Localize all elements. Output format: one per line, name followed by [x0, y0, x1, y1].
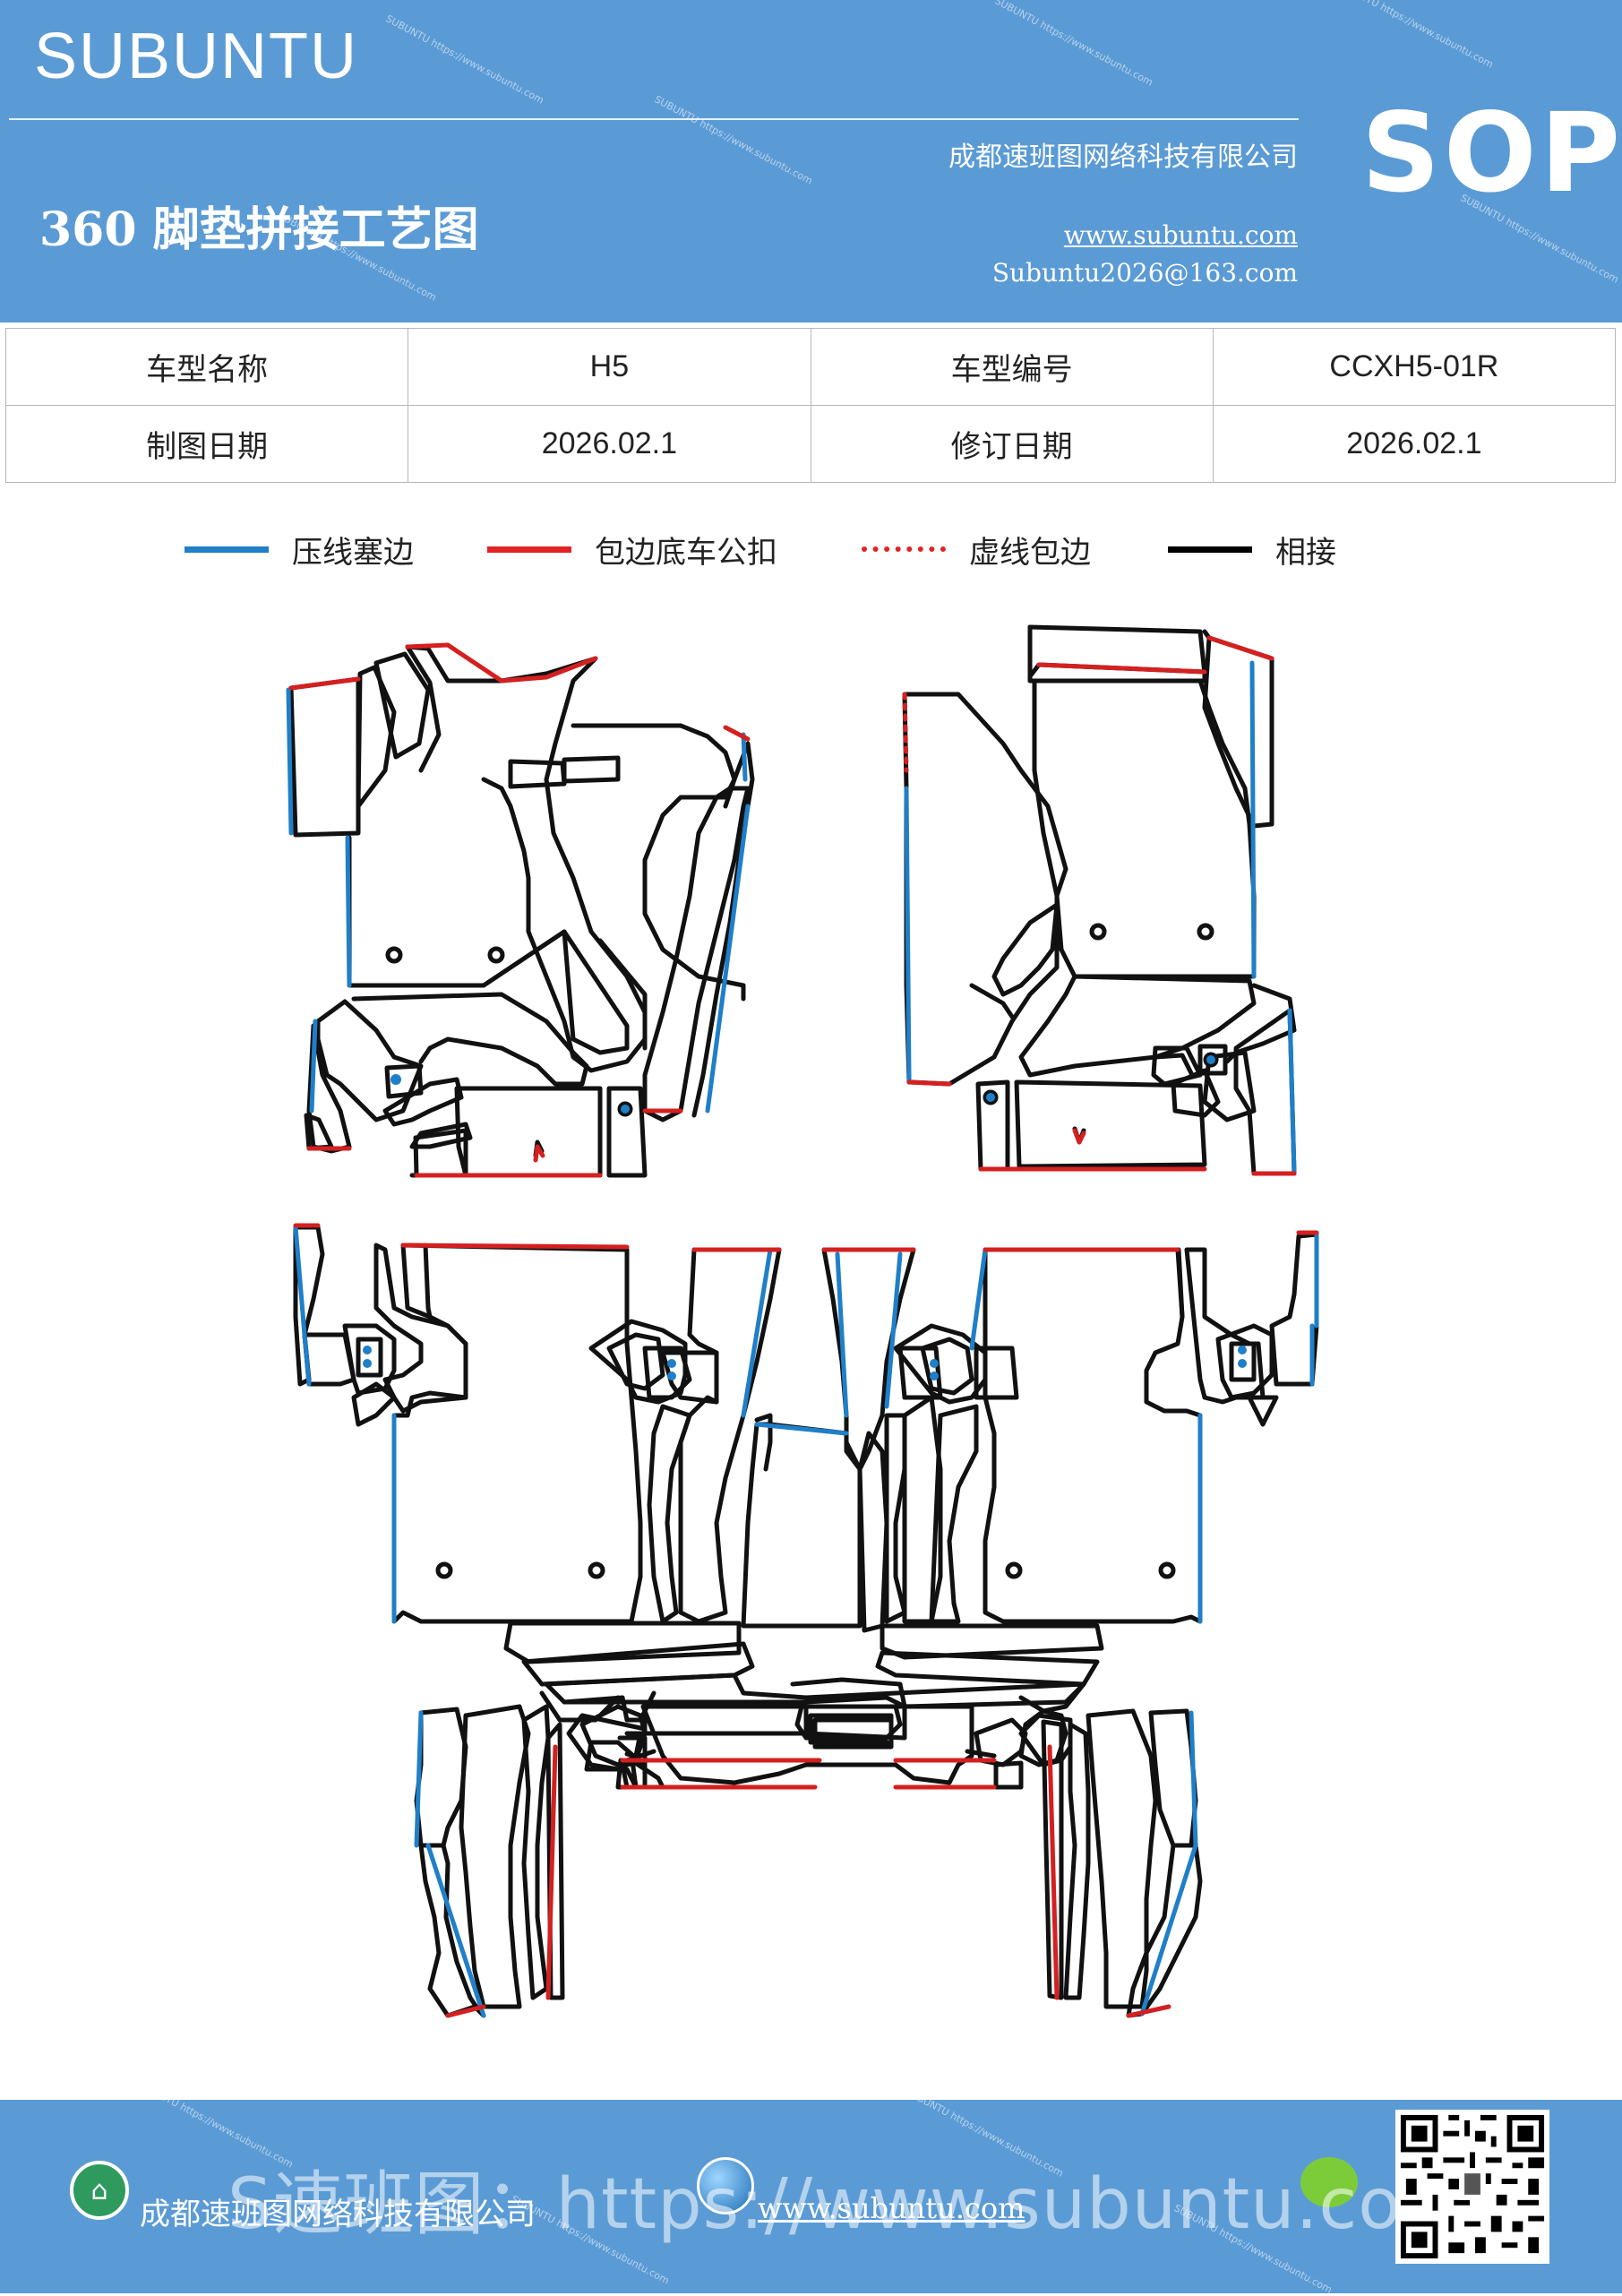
third-row-mats	[414, 1621, 1203, 2018]
website-link[interactable]: www.subuntu.com	[1063, 220, 1298, 250]
revision-date-value: 2026.02.1	[1212, 405, 1617, 483]
globe-icon	[697, 2157, 754, 2214]
model-name-value: H5	[408, 328, 811, 406]
footer-watermark-overlay: S速班图：https://www.subuntu.com	[227, 2164, 1471, 2245]
revision-date-label: 修订日期	[810, 405, 1214, 483]
email-address: Subuntu2026@163.com	[991, 258, 1298, 288]
footer-company-name: 成都速班图网络科技有限公司	[140, 2197, 536, 2232]
model-name-label: 车型名称	[4, 328, 409, 406]
footer-website-link[interactable]: www.subuntu.com	[758, 2191, 1026, 2225]
red-dotted-edge	[902, 692, 909, 773]
legend-swatch	[487, 546, 571, 553]
draw-date-value: 2026.02.1	[408, 405, 811, 483]
building-icon: ⌂	[70, 2161, 129, 2220]
legend-item-black: 相接	[1168, 518, 1336, 580]
legend-label: 包边底车公扣	[595, 534, 777, 571]
model-code-value: CCXH5-01R	[1212, 328, 1617, 406]
line-legend: 压线塞边 包边底车公扣 虚线包边 相接	[0, 518, 1622, 580]
legend-label: 相接	[1275, 534, 1336, 571]
vehicle-info-table: 车型名称 H5 车型编号 CCXH5-01R 制图日期 2026.02.1 修订…	[4, 328, 1617, 483]
legend-item-red: 包边底车公扣	[487, 518, 777, 580]
legend-item-blue: 压线塞边	[185, 518, 414, 580]
wechat-icon	[1300, 2157, 1358, 2207]
company-name: 成都速班图网络科技有限公司	[948, 142, 1298, 173]
blue-markers	[363, 1055, 1247, 1380]
sop-label: SOP	[1361, 90, 1622, 217]
legend-label: 压线塞边	[292, 534, 414, 571]
header-divider	[9, 118, 1299, 120]
document-title: 360 脚垫拼接工艺图	[39, 202, 479, 257]
table-row: 制图日期 2026.02.1 修订日期 2026.02.1	[4, 405, 1617, 483]
table-row: 车型名称 H5 车型编号 CCXH5-01R	[4, 328, 1617, 406]
red-edge-lines	[288, 635, 1319, 2018]
draw-date-label: 制图日期	[4, 405, 409, 483]
legend-label: 虚线包边	[969, 534, 1091, 571]
legend-swatch	[185, 546, 269, 553]
legend-item-red-dotted: 虚线包边	[862, 518, 1091, 580]
front-right-mat	[902, 624, 1297, 1176]
brand-logo-text: SUBUNTU	[34, 21, 359, 92]
front-left-mat	[288, 644, 755, 1178]
qr-code[interactable]	[1395, 2110, 1549, 2264]
second-row-mats	[293, 1225, 1319, 1633]
legend-swatch	[862, 546, 946, 552]
header-banner: SUBUNTU https://www.subuntu.com SUBUNTU …	[0, 0, 1622, 322]
footer-banner: SUBUNTU https://www.subuntu.com SUBUNTU …	[0, 2077, 1622, 2296]
blue-seam-lines	[286, 660, 1319, 2018]
model-code-label: 车型编号	[810, 328, 1214, 406]
legend-swatch	[1168, 546, 1252, 553]
